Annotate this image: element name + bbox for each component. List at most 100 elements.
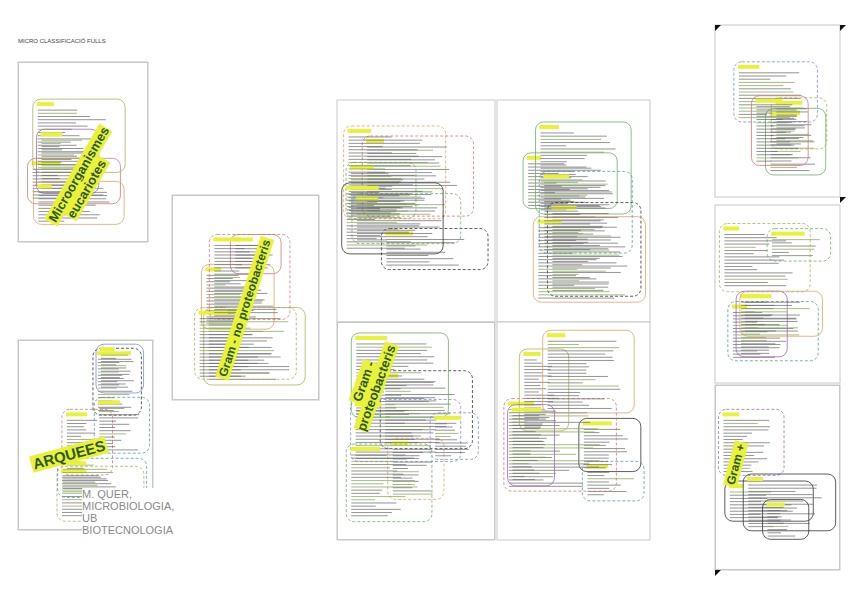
scribble [723,420,769,421]
scribble [544,236,577,237]
corner-mark [715,570,721,576]
note-sheet [337,100,495,322]
sheet-paper [715,385,840,570]
scribble [544,249,590,250]
scribble [544,230,581,231]
scribble [98,381,117,382]
scribble [544,201,574,202]
scribble [38,122,76,123]
scribble [386,255,428,256]
scribble [42,175,58,176]
note-cluster [763,499,809,539]
scribble [214,251,249,252]
scribble [540,168,591,169]
scribble [548,373,587,374]
scribble [584,442,610,443]
scribble [544,185,605,186]
scribble [528,170,601,171]
scribble [99,421,116,422]
scribble [214,277,239,278]
note-sheet [337,322,495,540]
scribble [513,425,542,426]
note-cluster [508,405,555,486]
scribble [733,354,761,355]
scribble [509,438,547,439]
scribble [587,475,604,476]
scribble [776,137,803,138]
scribble [548,398,605,399]
scribble [528,163,564,164]
highlight [37,102,54,106]
scribble [772,255,813,256]
scribble [351,493,379,494]
scribble [724,260,784,261]
scribble [739,79,771,80]
scribble [552,255,619,256]
scribble [349,140,423,141]
scribble [101,377,120,378]
scribble [393,474,419,475]
scribble [748,485,817,486]
scribble [524,369,551,370]
scribble [548,347,619,348]
scribble [101,355,128,356]
scribble [544,207,605,208]
highlight [771,232,805,236]
scribble [528,179,582,180]
scribble [38,154,74,155]
scribble [756,135,773,136]
scribble [540,142,610,143]
scribble [351,515,387,516]
scribble [509,425,560,426]
highlight [755,99,782,103]
highlight [213,237,240,241]
scribble [756,122,787,123]
scribble [351,470,397,471]
scribble [739,92,794,93]
note-cluster [523,153,617,209]
scribble [38,116,90,117]
scribble [357,220,441,221]
scribble [351,173,389,174]
scribble [540,136,606,137]
scribble [544,214,580,215]
sheet-header: MICRO CLASSIFICACIÓ FULLS [18,38,158,44]
scribble [99,424,129,425]
scribble [756,119,783,120]
scribble [214,283,240,284]
note-sheet [497,100,650,322]
scribble [435,430,455,431]
scribble [98,388,117,389]
scribble [724,234,764,235]
scribble [524,420,556,421]
scribble [552,213,608,214]
scribble [544,198,604,199]
scribble [524,427,541,428]
scribble [351,486,417,487]
scribble [99,433,126,434]
scribble [349,156,419,157]
scribble [206,294,240,295]
scribble [214,261,252,262]
highlight [346,186,379,190]
scribble [756,116,797,117]
scribble [776,143,801,144]
scribble [38,148,84,149]
scribble [509,435,560,436]
scribble [98,410,114,411]
scribble [548,341,617,342]
title-text: ARQUEES [29,436,109,473]
scribble [748,507,783,508]
scribble [351,179,403,180]
scribble [540,145,566,146]
scribble [347,229,399,230]
scribble [98,375,122,376]
sheet-paper [715,25,840,197]
highlight [434,416,461,420]
scribble [347,245,428,246]
scribble [544,191,611,192]
scribble [509,479,544,480]
watermark: M. QUER, MICROBIOLOGIA, UB BIOTECNOLOGIA [82,488,178,536]
scribble [509,483,582,484]
scribble [748,491,795,492]
